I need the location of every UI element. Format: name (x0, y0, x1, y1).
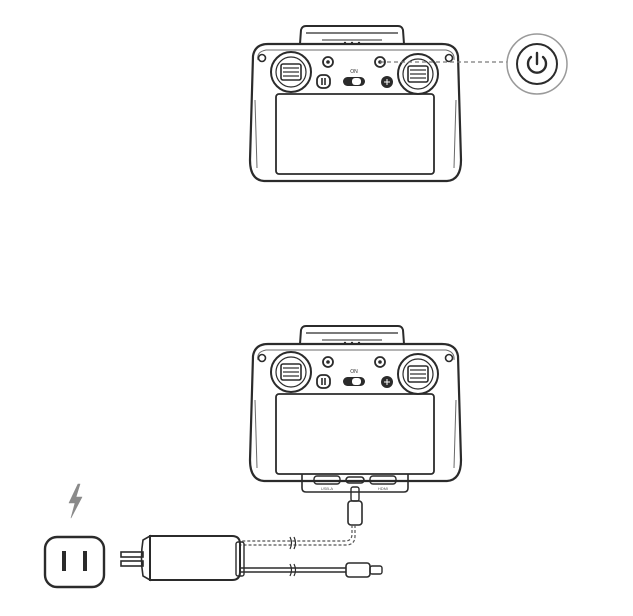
usb-c-plug (345, 562, 383, 578)
power-outlet-icon (43, 535, 106, 589)
lightning-bolt-icon (68, 483, 83, 519)
five-d-button-bottom (381, 376, 393, 388)
port-panel: USB-A HDMI (301, 474, 409, 493)
left-control-stick (270, 51, 312, 93)
controller-body (248, 42, 463, 183)
left-control-stick-bottom (270, 351, 312, 393)
flight-mode-switch-bottom: ON (343, 369, 365, 386)
pause-button-bottom (316, 374, 331, 389)
usb-a-port-label: USB-A (321, 486, 334, 491)
switch-label-on-bottom: ON (350, 369, 358, 375)
corner-button-right (444, 53, 454, 63)
controller-body-bottom (248, 342, 463, 483)
rth-button (322, 56, 334, 68)
antenna-handle (299, 25, 405, 45)
right-control-stick (397, 53, 439, 95)
right-control-stick-bottom (397, 353, 439, 395)
usb-a-port-icon (313, 475, 341, 485)
five-d-button (381, 76, 393, 88)
corner-button-left (257, 53, 267, 63)
power-icon (506, 33, 568, 95)
power-button (374, 56, 386, 68)
power-adapter (120, 534, 245, 582)
controller-screen (275, 93, 435, 175)
switch-label-on: ON (350, 69, 358, 75)
controller-top: ON (248, 25, 463, 183)
usb-c-port-icon (345, 476, 365, 484)
hdmi-port-label: HDMI (378, 486, 388, 491)
hdmi-port-icon (369, 475, 397, 485)
antenna-handle-bottom (299, 325, 405, 345)
usb-c-cable-path (240, 525, 356, 546)
controller-screen-bottom (275, 393, 435, 475)
pause-button (316, 74, 331, 89)
flight-mode-switch: ON (343, 69, 365, 86)
controller-bottom: ON USB-A HDMI (248, 325, 463, 493)
